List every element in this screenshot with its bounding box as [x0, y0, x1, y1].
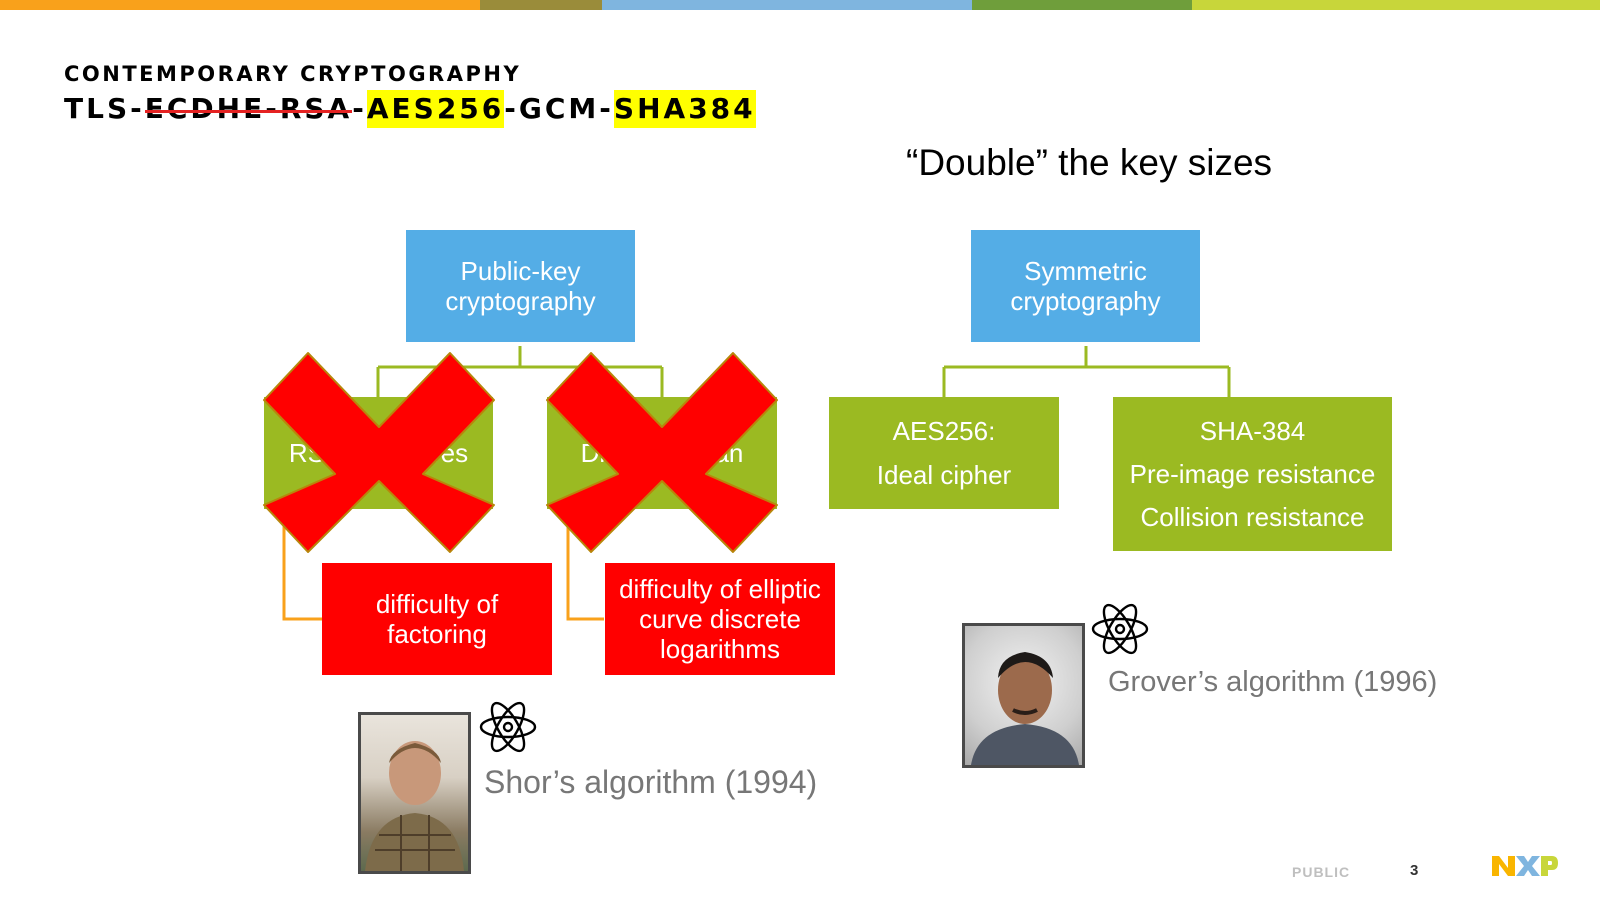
- public-key-connector: [376, 346, 664, 398]
- bar-segment-olive: [480, 0, 602, 10]
- portrait-silhouette: [971, 652, 1079, 765]
- atom-icon: [1091, 603, 1149, 655]
- suite-prefix: TLS-: [64, 92, 145, 125]
- aes-line2: Ideal cipher: [876, 460, 1012, 490]
- factoring-label: difficulty of factoring: [375, 589, 499, 649]
- cross-icon: [263, 352, 495, 553]
- cipher-suite: TLS-ECDHE-RSA-AES256-GCM-SHA384: [64, 90, 756, 128]
- symmetric-label: Symmetric cryptography: [1010, 256, 1161, 316]
- aes-line1: AES256:: [892, 416, 996, 446]
- aes-box: AES256: Ideal cipher: [829, 397, 1059, 509]
- suite-separator: -: [352, 92, 367, 125]
- cross-icon: [546, 352, 778, 553]
- public-key-label: Public-key cryptography: [445, 256, 596, 316]
- classification-label: PUBLIC: [1292, 864, 1351, 880]
- top-color-bar: [0, 0, 1600, 10]
- shor-portrait: [358, 712, 471, 874]
- suite-highlight-sha: SHA384: [613, 90, 756, 128]
- sha-line2: Pre-image resistance: [1129, 459, 1376, 489]
- public-key-box: Public-key cryptography: [406, 230, 635, 342]
- suite-struck-part: ECDHE-RSA: [144, 90, 353, 128]
- grover-caption: Grover’s algorithm (1996): [1108, 666, 1438, 698]
- symmetric-connector: [942, 346, 1231, 398]
- portrait-silhouette: [365, 741, 464, 871]
- shor-caption: Shor’s algorithm (1994): [484, 764, 818, 800]
- bar-segment-orange: [0, 0, 480, 10]
- nxp-logo-icon: [1492, 856, 1558, 876]
- bar-segment-blue: [602, 0, 972, 10]
- sha-line3: Collision resistance: [1140, 502, 1365, 532]
- ecdl-box: difficulty of elliptic curve discrete lo…: [605, 563, 835, 675]
- atom-icon: [479, 701, 537, 753]
- factoring-box: difficulty of factoring: [322, 563, 552, 675]
- page-number: 3: [1410, 862, 1419, 879]
- subtitle: “Double” the key sizes: [906, 142, 1273, 183]
- ecdl-label: difficulty of elliptic curve discrete lo…: [619, 574, 821, 664]
- bar-segment-lime: [1192, 0, 1600, 10]
- sha-box: SHA-384 Pre-image resistance Collision r…: [1113, 397, 1392, 551]
- bar-segment-green: [972, 0, 1192, 10]
- dh-to-ecdl-connector: [566, 508, 604, 621]
- rsa-to-factoring-connector: [282, 508, 322, 621]
- symmetric-box: Symmetric cryptography: [971, 230, 1200, 342]
- slide-title: CONTEMPORARY CRYPTOGRAPHY: [64, 62, 522, 86]
- suite-middle: -GCM-: [504, 92, 614, 125]
- grover-portrait: [962, 623, 1085, 768]
- sha-line1: SHA-384: [1199, 416, 1306, 446]
- suite-highlight-aes: AES256: [366, 90, 505, 128]
